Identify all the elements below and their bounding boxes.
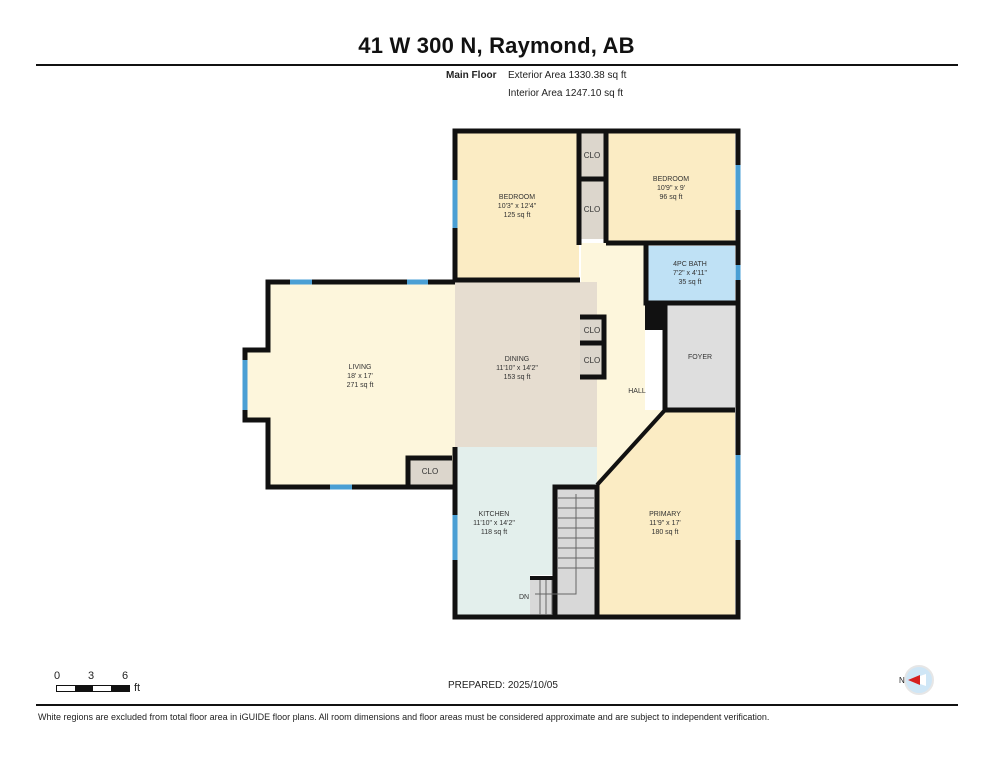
scale-tick: 3 (88, 670, 95, 682)
bath-area (648, 246, 735, 301)
closet-2-area (581, 181, 604, 239)
exterior-area: Exterior Area 1330.38 sq ft (508, 70, 627, 81)
scale-unit: ft (134, 682, 141, 694)
bedroom-2-area (607, 133, 735, 243)
stair-treads (535, 494, 594, 615)
room-area: 118 sq ft (481, 529, 507, 536)
room-name: LIVING (349, 364, 372, 371)
closet-5-area (408, 459, 452, 485)
stairs-down-label: DN (519, 594, 529, 601)
room-fills (245, 133, 735, 615)
room-dims: 11'9" x 17' (649, 520, 681, 527)
foyer-label: FOYER (688, 354, 712, 361)
room-area: 271 sq ft (347, 382, 374, 389)
floor-name: Main Floor (446, 70, 497, 81)
scale-tick: 6 (122, 670, 129, 682)
scale-bar-graphic (56, 685, 130, 692)
room-dims: 11'10" x 14'2" (473, 520, 515, 527)
closet-label: CLO (584, 356, 600, 365)
room-name: DINING (505, 356, 530, 363)
closet-label: CLO (584, 326, 600, 335)
room-dims: 11'10" x 14'2" (496, 365, 538, 372)
room-dims: 7'2" x 4'11" (673, 270, 707, 277)
room-area: 96 sq ft (660, 194, 683, 201)
kitchen-area (455, 447, 597, 615)
room-name: BEDROOM (653, 176, 689, 183)
hall-label: HALL (628, 388, 646, 395)
page-title: 41 W 300 N, Raymond, AB (358, 33, 635, 58)
closet-label: CLO (584, 205, 600, 214)
room-labels: BEDROOM 10'3" x 12'4" 125 sq ft BEDROOM … (347, 151, 712, 601)
walls (242, 128, 741, 620)
room-dims: 10'9" x 9' (657, 185, 685, 192)
room-name: KITCHEN (479, 511, 510, 518)
bedroom-1-area (455, 133, 579, 279)
living-area (245, 282, 455, 485)
primary-diagonal-wall (595, 408, 667, 487)
room-dims: 10'3" x 12'4" (498, 203, 537, 210)
room-area: 35 sq ft (679, 279, 702, 286)
scale-tick: 0 (54, 670, 61, 682)
room-area: 125 sq ft (504, 212, 531, 219)
interior-area: Interior Area 1247.10 sq ft (508, 88, 624, 99)
closet-1-area (581, 133, 604, 177)
closet-4-area (580, 345, 604, 375)
header-divider (36, 64, 958, 66)
room-area: 180 sq ft (652, 529, 679, 536)
room-name: BEDROOM (499, 194, 535, 201)
chase-block (645, 303, 667, 330)
room-name: PRIMARY (649, 511, 681, 518)
disclaimer-text: White regions are excluded from total fl… (38, 712, 770, 722)
compass-icon: N (899, 665, 934, 695)
closet-label: CLO (584, 151, 600, 160)
prepared-date: PREPARED: 2025/10/05 (448, 680, 558, 691)
primary-area (597, 410, 735, 615)
foyer-area (665, 305, 735, 408)
room-name: 4PC BATH (673, 261, 707, 268)
closet-3-area (580, 317, 604, 341)
dining-area (455, 282, 597, 447)
room-dims: 18' x 17' (347, 373, 373, 380)
windows (242, 165, 741, 560)
closet-label: CLO (422, 467, 438, 476)
room-area: 153 sq ft (504, 374, 531, 381)
footer-divider (36, 704, 958, 706)
north-label: N (899, 676, 905, 685)
